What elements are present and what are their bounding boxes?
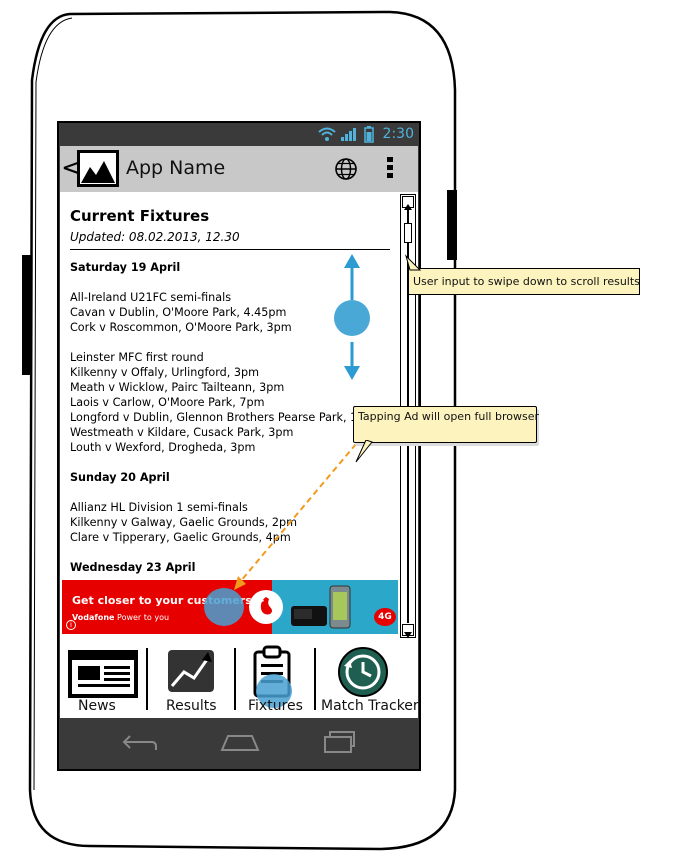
- tab-news[interactable]: News: [60, 640, 146, 718]
- phone-product-icon: [329, 585, 351, 629]
- competition-name: Leinster MFC first round: [70, 351, 204, 364]
- fixture-item: Cork v Roscommon, O'Moore Park, 3pm: [70, 321, 292, 334]
- callout-pointer: [355, 440, 373, 463]
- tab-label: Fixtures: [248, 698, 303, 714]
- fixtures-list: Saturday 19 April All-Ireland U21FC semi…: [70, 260, 398, 580]
- fixture-item: Laois v Carlow, O'Moore Park, 7pm: [70, 396, 265, 409]
- action-bar: < App Name: [60, 146, 418, 192]
- fixture-item: Longford v Dublin, Glennon Brothers Pear…: [70, 411, 394, 424]
- ad-4g-badge: 4G: [374, 608, 396, 626]
- tab-label: Results: [166, 698, 217, 714]
- updated-timestamp: Updated: 08.02.2013, 12.30: [70, 230, 240, 244]
- fixture-item: Meath v Wicklow, Pairc Tailteann, 3pm: [70, 381, 285, 394]
- ad-brand: Vodafone Power to you: [72, 613, 170, 622]
- app-logo: [77, 150, 119, 187]
- competition-name: Allianz HL Division 1 semi-finals: [70, 501, 248, 514]
- swipe-gesture-icon: [334, 254, 370, 380]
- day-heading: Sunday 20 April: [70, 471, 170, 484]
- overflow-menu-icon[interactable]: [386, 156, 394, 180]
- fixtures-content[interactable]: Current Fixtures Updated: 08.02.2013, 12…: [62, 196, 398, 580]
- ad-annotation: Tapping Ad will open full browser: [353, 406, 539, 443]
- router-icon: [291, 606, 327, 626]
- day-heading: Wednesday 23 April: [70, 561, 196, 574]
- callout-pointer: [404, 254, 422, 271]
- scroll-up-button[interactable]: [402, 196, 414, 210]
- vodafone-logo-icon: [249, 590, 283, 624]
- fixture-item: Cavan v Dublin, O'Moore Park, 4.45pm: [70, 306, 287, 319]
- fixture-item: Kilkenny v Galway, Gaelic Grounds, 2pm: [70, 516, 297, 529]
- tab-match-tracker[interactable]: Match Tracker: [316, 640, 419, 718]
- fixture-item: Kilkenny v Offaly, Urlingford, 3pm: [70, 366, 259, 379]
- page-title: Current Fixtures: [70, 207, 210, 225]
- recents-icon[interactable]: [322, 730, 358, 754]
- scroll-down-button[interactable]: [402, 624, 414, 638]
- app-name: App Name: [126, 157, 226, 179]
- day-heading: Saturday 19 April: [70, 261, 181, 274]
- tab-results[interactable]: Results: [148, 640, 234, 718]
- bottom-tab-bar: News Results Fixtures Match Tracker: [60, 640, 419, 718]
- globe-icon[interactable]: [334, 157, 358, 181]
- tab-label: News: [78, 698, 116, 714]
- annotation-arrow: [234, 443, 357, 590]
- volume-button: [22, 255, 32, 375]
- tab-label: Match Tracker: [321, 698, 419, 714]
- tab-divider: [314, 648, 316, 710]
- tab-fixtures[interactable]: Fixtures: [236, 640, 314, 718]
- signal-icon: [341, 128, 356, 141]
- back-icon[interactable]: [122, 732, 158, 752]
- tab-divider: [146, 648, 148, 710]
- fixture-item: Clare v Tipperary, Gaelic Grounds, 4pm: [70, 531, 291, 544]
- status-time: 2:30: [382, 126, 414, 142]
- newspaper-icon: [68, 650, 138, 698]
- wifi-icon: [318, 127, 336, 141]
- status-bar: 2:30: [60, 124, 418, 146]
- tab-divider: [234, 648, 236, 710]
- battery-icon: [364, 126, 374, 143]
- fixture-item: Louth v Wexford, Drogheda, 3pm: [70, 441, 256, 454]
- power-button: [447, 190, 457, 260]
- fixture-item: Westmeath v Kildare, Cusack Park, 3pm: [70, 426, 294, 439]
- tap-hotspot: [204, 588, 244, 626]
- chart-icon: [168, 650, 214, 692]
- system-nav-bar: [60, 718, 418, 768]
- home-icon[interactable]: [220, 732, 260, 752]
- divider: [70, 249, 390, 250]
- competition-name: All-Ireland U21FC semi-finals: [70, 291, 232, 304]
- tap-hotspot: [256, 674, 292, 708]
- clock-icon: [338, 647, 388, 697]
- scroll-annotation: User input to swipe down to scroll resul…: [408, 268, 640, 295]
- image-icon: [81, 161, 115, 183]
- scroll-thumb[interactable]: [404, 223, 412, 243]
- ad-info-icon[interactable]: i: [66, 620, 76, 630]
